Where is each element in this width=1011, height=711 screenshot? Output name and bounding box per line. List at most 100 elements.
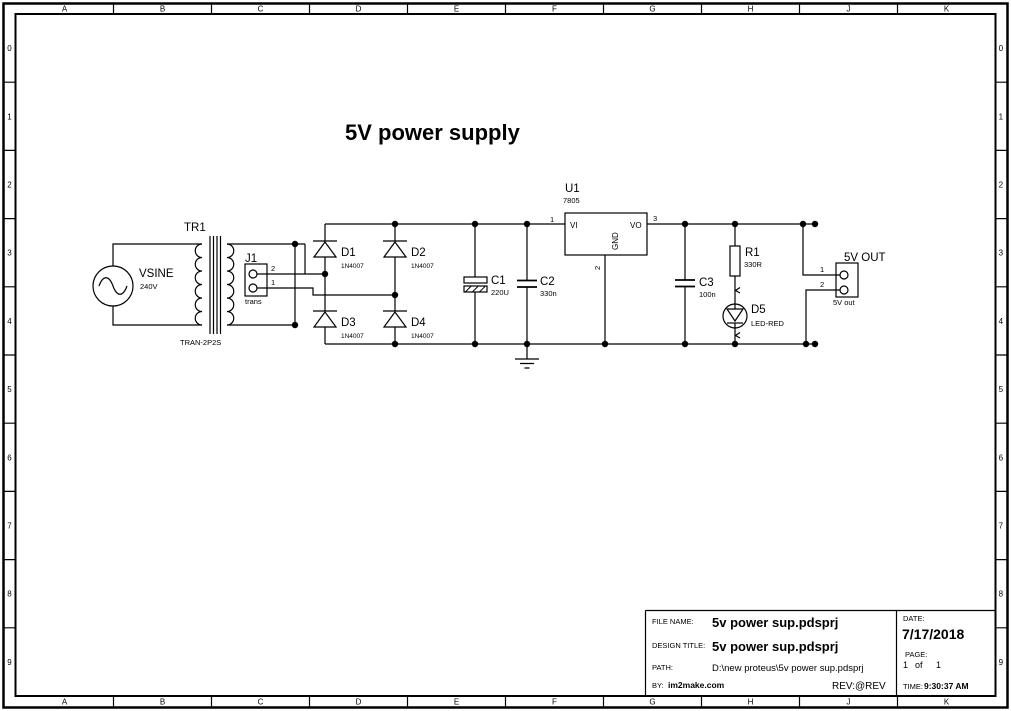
junction-dots: [291, 220, 819, 348]
d4-triangle: [382, 310, 408, 328]
grid-label: 5: [7, 385, 12, 394]
diode-d2[interactable]: D2 1N4007: [382, 240, 434, 270]
j1-pin1-circle: [248, 283, 258, 293]
connector-5v-out-detail[interactable]: 5V OUT 5V out 1 2: [820, 252, 886, 307]
by-label: BY:: [652, 681, 664, 690]
d5-value: LED-RED: [751, 319, 785, 328]
grid-label: J: [847, 698, 851, 707]
c2-plates: [517, 279, 537, 288]
u1-body[interactable]: [564, 212, 648, 256]
wire-out-connector: [802, 224, 840, 344]
grid-label: D: [356, 5, 362, 14]
design-title-label: DESIGN TITLE:: [652, 641, 705, 650]
grid-label: 3: [999, 249, 1004, 258]
file-name-value: 5v power sup.pdsprj: [712, 615, 838, 630]
capacitor-c1[interactable]: C1 220U: [463, 275, 509, 297]
diode-d3[interactable]: D3 1N4007: [312, 310, 364, 340]
file-name-label: FILE NAME:: [652, 617, 694, 626]
vsine-value: 240V: [140, 282, 158, 291]
d2-triangle: [382, 240, 408, 258]
grid-label: F: [552, 5, 557, 14]
u1-pin3-number: 3: [653, 214, 657, 223]
diode-d4[interactable]: D4 1N4007: [382, 310, 434, 340]
d1-value: 1N4007: [341, 263, 364, 270]
transformer-tr1[interactable]: TR1 TRAN-2P2S: [180, 222, 221, 347]
out-ref: 5V OUT: [844, 252, 886, 264]
out-pin1-circle: [839, 270, 849, 280]
sheet-inner-border: [14, 13, 997, 697]
u1-pin1-number: 1: [550, 215, 554, 224]
d4-value: 1N4007: [411, 333, 434, 340]
vsine-circle[interactable]: [92, 265, 134, 307]
d4-ref: D4: [411, 317, 426, 329]
d5-anode-pin-mark: [734, 287, 741, 294]
j1-pin2-circle: [248, 269, 258, 279]
page-number: 1: [903, 660, 908, 670]
c3-plates: [675, 279, 695, 288]
capacitor-c3[interactable]: C3 100n: [675, 277, 716, 299]
wire-secondary-to-bridge: [227, 243, 395, 326]
grid-label: E: [454, 698, 459, 707]
grid-label: 0: [7, 44, 12, 53]
grid-label: D: [356, 698, 362, 707]
d1-triangle: [312, 240, 338, 258]
secondary-coil[interactable]: [226, 243, 235, 326]
out-pin2-number: 2: [820, 280, 824, 289]
d5-triangle: [725, 308, 745, 323]
out-pin1-number: 1: [820, 265, 824, 274]
grid-label: H: [748, 698, 754, 707]
c3-ref: C3: [699, 277, 714, 289]
grid-label: K: [944, 698, 950, 707]
grid-label: C: [258, 5, 264, 14]
c1-value: 220U: [491, 288, 509, 297]
grid-label: 2: [999, 181, 1004, 190]
resistor-r1[interactable]: R1 330R: [729, 245, 763, 277]
vsine-source[interactable]: VSINE 240V: [92, 265, 174, 307]
grid-label: 1: [999, 112, 1004, 121]
d2-value: 1N4007: [411, 263, 434, 270]
sine-wave-glyph: [98, 277, 128, 295]
transformer-core: [209, 236, 222, 334]
vsine-ref: VSINE: [139, 268, 174, 280]
wire-u1-pins: [604, 223, 815, 344]
grid-label: F: [552, 698, 557, 707]
u1-pin-gnd-label: GND: [611, 232, 620, 250]
grid-label: C: [258, 698, 264, 707]
led-d5[interactable]: D5 LED-RED: [722, 287, 785, 339]
d5-circle[interactable]: [722, 303, 748, 329]
grid-label: 9: [7, 658, 12, 667]
time-label: TIME:: [903, 682, 923, 691]
capacitor-c2[interactable]: C2 330n: [517, 276, 557, 298]
diode-d1[interactable]: D1 1N4007: [312, 240, 364, 270]
r1-body[interactable]: [729, 245, 741, 277]
j1-ref: J1: [245, 253, 257, 265]
page-label: PAGE:: [905, 650, 927, 659]
primary-coil[interactable]: [194, 243, 203, 326]
c3-value: 100n: [699, 290, 716, 299]
page-title: 5V power supply: [345, 120, 521, 145]
grid-label: H: [748, 5, 754, 14]
c1-plate-negative: [463, 285, 488, 293]
connector-j1-detail[interactable]: J1 trans 2 1: [245, 253, 275, 306]
rev-value: REV:@REV: [832, 681, 886, 692]
grid-label: A: [62, 698, 68, 707]
path-label: PATH:: [652, 663, 673, 672]
out-value: 5V out: [833, 298, 856, 307]
d3-triangle: [312, 310, 338, 328]
grid-label: 0: [999, 44, 1004, 53]
tr1-ref: TR1: [184, 222, 206, 234]
grid-label: B: [160, 698, 165, 707]
c1-plate-positive: [463, 276, 488, 284]
grid-label: 2: [7, 181, 12, 190]
wire-vsine-to-primary: [112, 243, 202, 326]
c2-value: 330n: [540, 289, 557, 298]
grid-label: G: [649, 5, 655, 14]
regulator-u1[interactable]: U1 7805 VI VO GND 1 3 2: [550, 183, 657, 270]
grid-label: 5: [999, 385, 1004, 394]
grid-label: 1: [7, 112, 12, 121]
grid-label: 8: [7, 590, 12, 599]
d2-ref: D2: [411, 247, 426, 259]
grid-label: G: [649, 698, 655, 707]
